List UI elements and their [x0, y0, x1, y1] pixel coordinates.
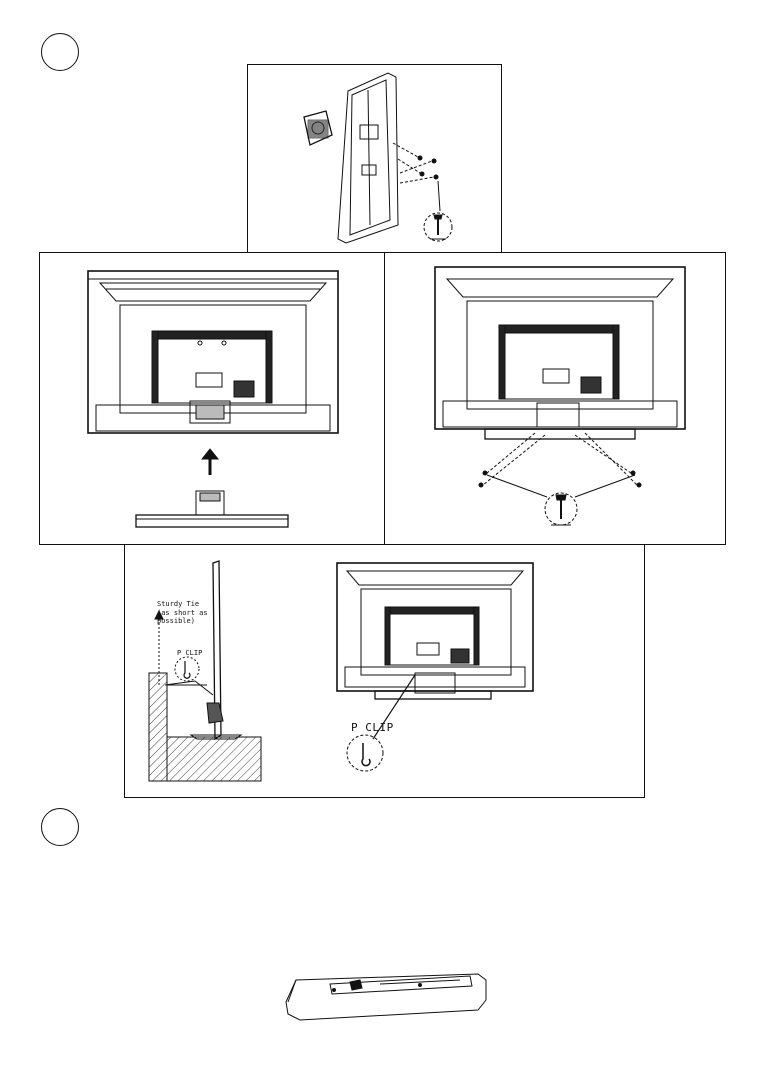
tv-back-insert-illustration: [40, 253, 386, 546]
bracket-illustration: [248, 65, 503, 254]
sturdy-tie-label: Sturdy Tie (as short as possible): [157, 600, 213, 626]
step-2-marker: [41, 808, 79, 846]
panel-screw-stand: [384, 252, 726, 545]
panel-insert-stand: [39, 252, 385, 545]
tv-back-screws-illustration: [385, 253, 727, 546]
sturdy-tie-illustration: [125, 545, 646, 799]
p-clip-label-large: P CLIP: [351, 721, 394, 734]
panel-sturdy-tie: Sturdy Tie (as short as possible) P CLIP…: [124, 544, 645, 798]
step-1-marker: [41, 33, 79, 71]
p-clip-label-small: P CLIP: [177, 649, 202, 657]
panel-attach-bracket: [247, 64, 502, 253]
